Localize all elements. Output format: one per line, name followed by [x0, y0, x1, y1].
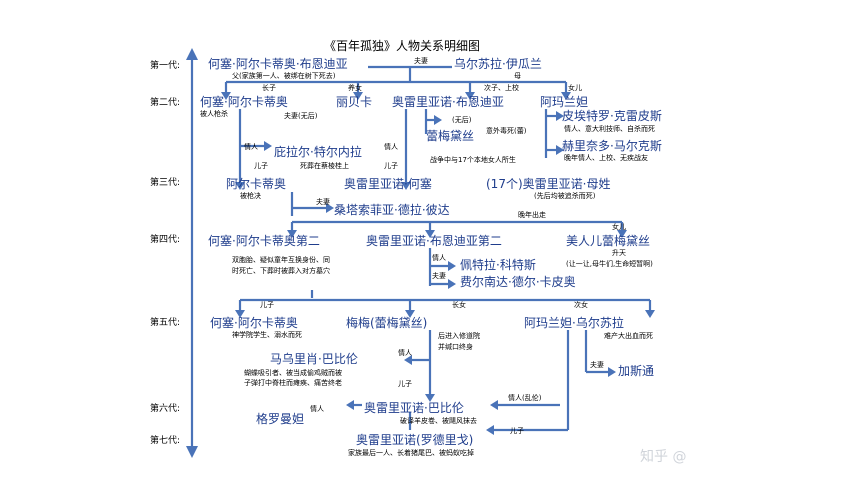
rel-son-arcadio: 儿子	[254, 162, 268, 170]
note-twins-line1: 双胞胎、疑似童年互换身份、同	[232, 256, 330, 264]
rel-lover-nigromanta: 情人	[310, 405, 324, 413]
note-remedios-the-beauty: 升天	[612, 249, 626, 257]
rel-lover-incest: 情人(乱伦)	[508, 394, 542, 402]
person-jose-arcadio: 何塞·阿尔卡蒂奥	[200, 95, 288, 109]
rel-lover-petra: 情人	[432, 254, 446, 262]
person-arcadio: 阿尔卡蒂奥	[226, 177, 287, 191]
rel-spouse-no-children: 夫妻(无后)	[284, 112, 318, 120]
person-remedios-moscote: 蕾梅黛丝	[426, 129, 475, 143]
note-ursula: 母	[514, 72, 521, 80]
rel-son-gen6: 儿子	[510, 427, 524, 435]
person-amaranta-ursula: 阿玛兰妲·乌尔苏拉	[524, 316, 624, 330]
generation-label-7: 第七代:	[150, 436, 181, 446]
rel-daughter-gen1: 女儿	[568, 84, 582, 92]
note-mauricio-line1: 蝴蝶吸引者、被当成偷鸡贼而被	[244, 369, 342, 377]
rel-adopted-daughter: 养女	[348, 84, 362, 92]
note-pilar-ternera: 死葬在蔡棱桂上	[300, 162, 349, 170]
diagram-title: 《百年孤独》人物关系明细图	[324, 39, 481, 53]
note-petra-cotes: (让一让,母牛们,生命短暂啊)	[566, 260, 653, 268]
note-meme-line1: 后进入修道院	[438, 332, 480, 340]
person-pietro-crespi: 皮埃特罗·克雷皮斯	[562, 109, 662, 123]
rel-spouse-gen1: 夫妻	[414, 57, 428, 65]
note-aureliano-rodrigo: 家族最后一人、长着猪尾巴、被蚂蚁吃掉	[348, 449, 474, 457]
person-fernanda-del-carpio: 费尔南达·德尔·卡皮奥	[460, 275, 576, 289]
rel-son-aureliano-jose: 儿子	[384, 162, 398, 170]
person-aureliano-babilonia: 奥雷里亚诺·巴比伦	[364, 401, 464, 415]
note-meme-line2: 并缄口终身	[438, 343, 473, 351]
generation-label-4: 第四代:	[150, 235, 181, 245]
note-jose-arcadio: 被人枪杀	[200, 110, 228, 118]
generation-label-3: 第三代:	[150, 178, 181, 188]
rel-spouse-deceased: (无后)	[452, 116, 472, 124]
rel-daughter-gen3: 女儿	[612, 223, 626, 231]
rel-lover-pilar: 情人	[244, 143, 258, 151]
note-seventeen-aurelianos: (先后均被追杀而死)	[534, 192, 596, 200]
rel-son-aureliano-babilonia: 儿子	[398, 380, 412, 388]
person-aureliano-jose: 奥雷里亚诺·何塞	[344, 177, 432, 191]
note-aureliano-babilonia: 破译羊皮卷、被飓风抹去	[400, 417, 477, 425]
person-aureliano-rodrigo: 奥雷里亚诺(罗德里戈)	[356, 433, 474, 447]
note-santa-sofia: 晚年出走	[518, 211, 546, 219]
watermark: 知乎 @	[640, 449, 687, 465]
rel-eldest-daughter: 长女	[452, 301, 466, 309]
person-amaranta: 阿玛兰妲	[540, 95, 589, 109]
note-mauricio-line2: 子弹打中脊柱而瘫痪、痛苦终老	[244, 379, 342, 387]
rel-spouse-gaston: 夫妻	[590, 361, 604, 369]
note-amaranta-ursula: 难产大出血而死	[604, 332, 653, 340]
person-gerineldo-marquez: 赫里奈多·马尔克斯	[562, 139, 662, 153]
generation-label-2: 第二代:	[150, 98, 181, 108]
generation-label-1: 第一代:	[150, 61, 181, 71]
person-ursula: 乌尔苏拉·伊瓜兰	[454, 57, 542, 71]
rel-eldest-son: 长子	[262, 84, 276, 92]
person-petra-cotes: 佩特拉·科特斯	[460, 258, 536, 272]
rel-younger-daughter: 次女	[574, 301, 588, 309]
rel-son-gen4: 儿子	[260, 301, 274, 309]
generation-label-6: 第六代:	[150, 404, 181, 414]
rel-lover-mauricio: 情人	[398, 349, 412, 357]
note-remedios-moscote: 意外毒死(蕾)	[486, 127, 527, 135]
note-jose-arcadio-gen5: 神学院学生、溺水而死	[232, 331, 302, 339]
person-rebeca: 丽贝卡	[336, 95, 373, 109]
person-santa-sofia: 桑塔索菲亚·德拉·彼达	[334, 203, 450, 217]
note-arcadio: 被枪决	[240, 192, 261, 200]
person-nigromanta: 格罗曼妲	[256, 412, 305, 426]
axis-arrow-head	[186, 48, 198, 60]
person-gaston: 加斯通	[618, 364, 655, 378]
rel-lover-2: 情人	[384, 143, 398, 151]
note-twins-line2: 时死亡、下葬时被葬入对方墓穴	[232, 267, 330, 275]
person-seventeen-aurelianos: (17个)奥雷里亚诺·母姓	[486, 177, 611, 191]
person-aureliano-buendia: 奥雷里亚诺·布恩迪亚	[392, 95, 504, 109]
note-jose-arcadio-buendia: 父(家族第一人、被绑在树下死去)	[232, 72, 336, 80]
person-jose-arcadio-segundo: 何塞·阿尔卡蒂奥第二	[208, 234, 320, 248]
rel-spouse-gen3: 夫妻	[316, 198, 330, 206]
person-aureliano-segundo: 奥雷里亚诺·布恩迪亚第二	[366, 234, 502, 248]
note-pietro-crespi: 情人、意大利技师、自杀而死	[564, 125, 655, 133]
person-remedios-the-beauty: 美人儿蕾梅黛丝	[566, 234, 651, 248]
note-gerineldo-marquez: 晚年情人、上校、无疾战友	[564, 154, 648, 162]
person-meme: 梅梅(蕾梅黛丝)	[346, 316, 428, 330]
note-aureliano-war: 战争中与17个本地女人所生	[430, 156, 516, 164]
generation-label-5: 第五代:	[150, 318, 181, 328]
person-jose-arcadio-gen5: 何塞·阿尔卡蒂奥	[210, 316, 298, 330]
rel-spouse-fernanda: 夫妻	[432, 272, 446, 280]
rel-second-son-colonel: 次子、上校	[484, 84, 519, 92]
person-pilar-ternera: 庇拉尔·特尔内拉	[274, 145, 362, 159]
person-mauricio-babilonia: 马乌里肖·巴比伦	[270, 352, 358, 366]
person-jose-arcadio-buendia: 何塞·阿尔卡蒂奥·布恩迪亚	[208, 57, 348, 71]
